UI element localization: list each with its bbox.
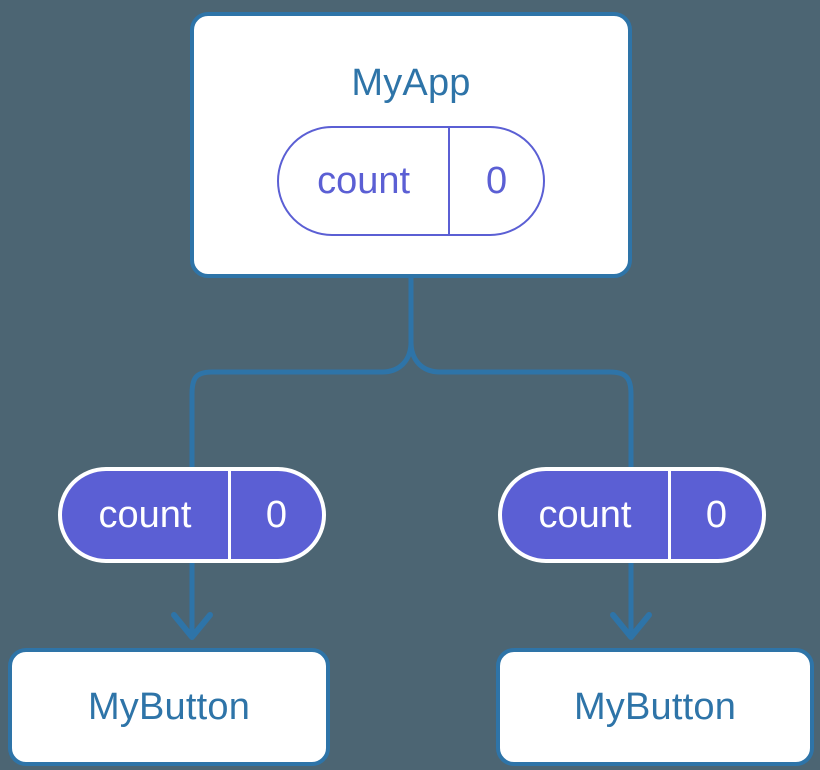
arrow-left-pill-to-button [171, 563, 213, 640]
state-value-label: 0 [227, 471, 322, 559]
component-card-mybutton-right[interactable]: MyButton [496, 648, 814, 766]
state-pill-left-branch[interactable]: count 0 [58, 467, 326, 563]
state-key-label: count [98, 494, 192, 536]
state-value-label: 0 [667, 471, 762, 559]
state-key-label: count [317, 160, 411, 202]
state-pill-myapp[interactable]: count 0 [277, 126, 545, 236]
component-title-mybutton: MyButton [573, 686, 737, 728]
arrow-right-pill-to-button [610, 563, 652, 640]
connector-to-right-branch [408, 341, 634, 468]
state-key-label: count [538, 494, 632, 536]
component-title-myapp: MyApp [351, 62, 471, 104]
state-value-label: 0 [448, 128, 543, 234]
component-card-mybutton-left[interactable]: MyButton [8, 648, 330, 766]
connector-to-left-branch [189, 341, 414, 468]
state-pill-right-branch[interactable]: count 0 [498, 467, 766, 563]
component-title-mybutton: MyButton [87, 686, 251, 728]
